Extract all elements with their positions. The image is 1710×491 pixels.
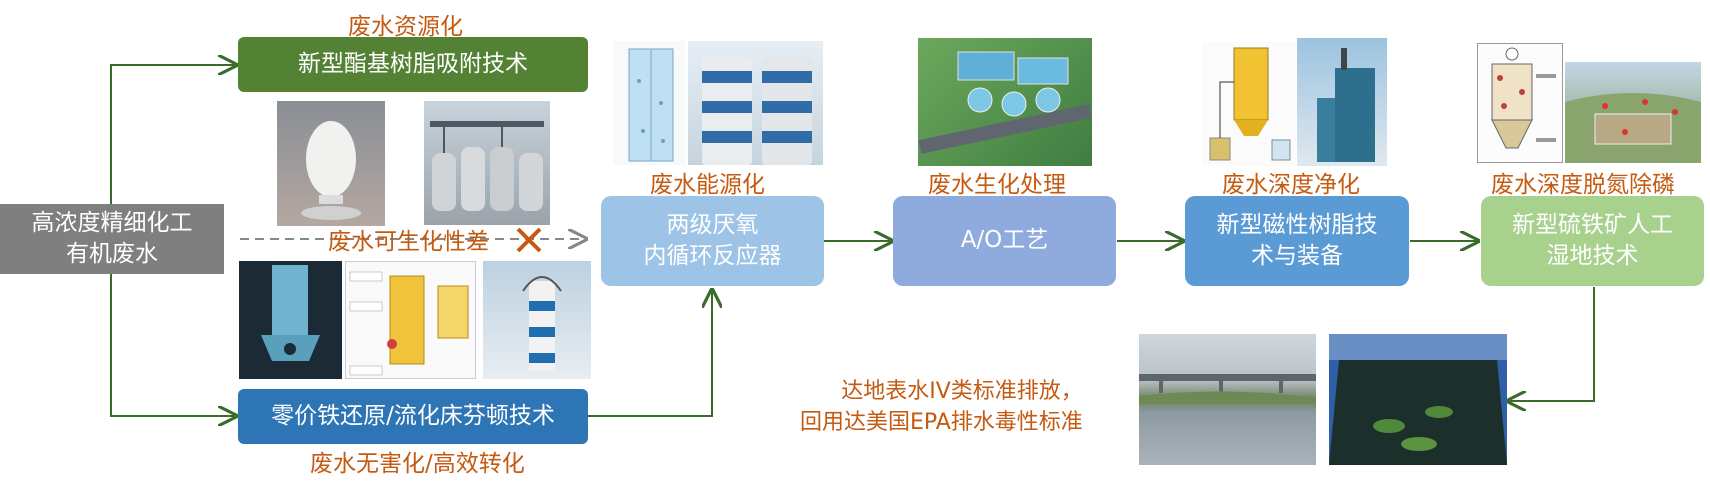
- step4-title: 废水深度脱氮除磷: [1491, 172, 1675, 198]
- step3-title: 废水深度净化: [1222, 172, 1360, 198]
- bottom-branch-tech-box: 零价铁还原/流化床芬顿技术: [238, 389, 588, 444]
- arrow-bottom-to-step1: [588, 290, 712, 417]
- step3-tech-box: 新型磁性树脂技 术与装备: [1185, 196, 1409, 286]
- resin-sample-photo: [277, 101, 385, 226]
- step2-tech-box: A/O工艺: [893, 196, 1116, 286]
- biodegradability-note: 废水可生化性差: [328, 229, 489, 255]
- discharge-standard-text: 达地表水IV类标准排放， 回用达美国EPA排水毒性标准: [800, 379, 1083, 435]
- cross-icon: [516, 227, 542, 253]
- step1-tech-box: 两级厌氧 内循环反应器: [601, 196, 824, 286]
- step4-tech-box: 新型硫铁矿人工 湿地技术: [1481, 196, 1704, 286]
- fenton-process-schematic: [345, 261, 476, 379]
- reactor-3d-model-image: [239, 261, 342, 379]
- river-discharge-photo: [1139, 334, 1316, 465]
- wetland-pond-photo: [1329, 334, 1507, 465]
- arrow-source-to-bottom: [110, 273, 236, 416]
- anaerobic-towers-photo: [688, 41, 823, 165]
- source-box: 高浓度精细化工 有机废水: [0, 204, 224, 274]
- magnetic-resin-equipment-diagram: [1202, 42, 1296, 166]
- top-branch-tech-box: 新型酯基树脂吸附技术: [238, 37, 588, 92]
- wetland-structure-diagram: [1477, 43, 1563, 163]
- top-branch-title: 废水资源化: [348, 14, 463, 40]
- adsorption-plant-photo: [424, 101, 550, 225]
- anaerobic-reactor-diagram: [613, 41, 685, 165]
- magnetic-resin-plant-photo: [1297, 38, 1387, 166]
- bottom-branch-title: 废水无害化/高效转化: [310, 451, 525, 477]
- arrow-source-to-top: [110, 65, 236, 205]
- fluidized-bed-tower-photo: [483, 261, 591, 379]
- biochemical-plant-aerial-image: [918, 38, 1092, 166]
- arrow-step4-to-wetland: [1508, 287, 1595, 401]
- wetland-aerial-photo: [1565, 62, 1701, 163]
- step2-title: 废水生化处理: [928, 172, 1066, 198]
- step1-title: 废水能源化: [650, 172, 765, 198]
